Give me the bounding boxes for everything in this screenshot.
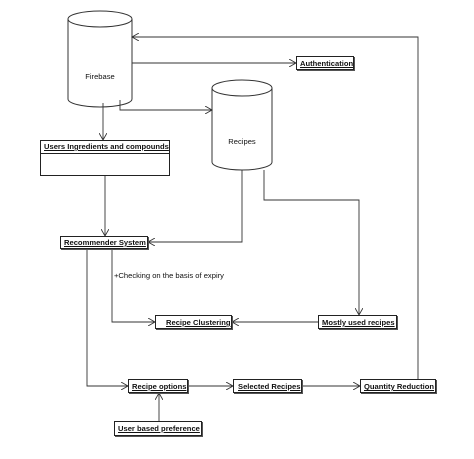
user-based-preference-box: User based preference xyxy=(114,421,202,436)
selected-recipes-box: Selected Recipes xyxy=(233,379,302,393)
edge-recommender-clustering xyxy=(111,249,155,322)
recipe-clustering-label: Recipe Clustering xyxy=(166,318,231,327)
users-ingredients-box: Users Ingredients and compounds xyxy=(40,140,170,176)
quantity-reduction-label: Quantity Reduction xyxy=(364,382,435,391)
recipe-options-box: Recipe options xyxy=(128,379,188,393)
recipes-cylinder xyxy=(211,79,273,171)
edge-firebase-recipes xyxy=(119,100,212,110)
users-ingredients-label: Users Ingredients and compounds xyxy=(44,142,169,151)
recommender-system-label: Recommender System xyxy=(64,238,146,247)
edge-recipes-mostly-used xyxy=(263,170,359,315)
authentication-box: Authentication xyxy=(296,56,354,70)
firebase-label: Firebase xyxy=(85,72,115,81)
recommender-system-box: Recommender System xyxy=(60,236,148,249)
firebase-cylinder xyxy=(67,10,133,108)
edge-recommender-recipe-options xyxy=(86,249,128,386)
quantity-reduction-box: Quantity Reduction xyxy=(360,379,436,393)
edge-quantity-firebase xyxy=(132,37,419,379)
selected-recipes-label: Selected Recipes xyxy=(238,382,301,391)
user-based-preference-label: User based preference xyxy=(118,424,200,433)
authentication-label: Authentication xyxy=(300,59,354,68)
recipes-label: Recipes xyxy=(228,137,256,146)
expiry-note: +Checking on the basis of expiry xyxy=(114,271,224,280)
edge-recipes-recommender xyxy=(148,170,243,242)
recipe-options-label: Recipe options xyxy=(132,382,187,391)
recipe-clustering-box: Recipe Clustering xyxy=(155,315,232,329)
mostly-used-recipes-box: Mostly used recipes xyxy=(318,315,397,329)
mostly-used-recipes-label: Mostly used recipes xyxy=(322,318,395,327)
